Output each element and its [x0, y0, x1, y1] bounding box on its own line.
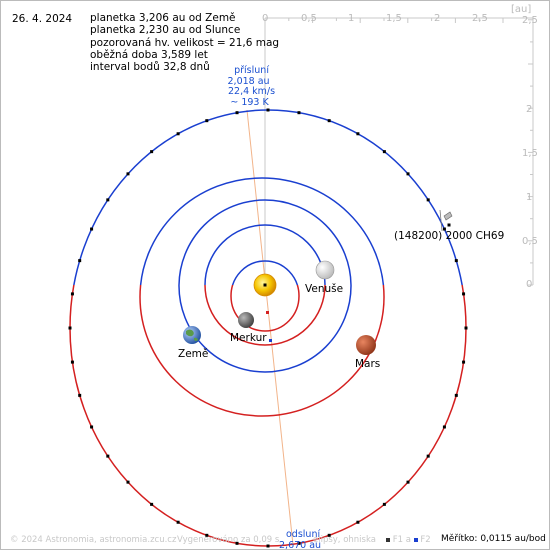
y-tick-label: 2,5 — [522, 14, 538, 27]
earth-label: Země — [178, 348, 208, 361]
perihelion-speed: 22,4 km/s — [228, 87, 275, 98]
y-tick-label: 0,5 — [522, 235, 538, 248]
f1-square-icon — [386, 538, 390, 542]
footer-f1: F1 a — [393, 535, 411, 545]
perihelion-title: přísluní — [228, 66, 275, 77]
x-tick-label: 0 — [262, 12, 268, 25]
footer-generated: Vygenerováno za 0,09 s — [177, 534, 279, 547]
x-tick-label: 1 — [348, 12, 354, 25]
footer-f2: F2 — [420, 535, 430, 545]
perihelion-temperature: ~ 193 K — [224, 98, 275, 109]
y-tick-label: 1,5 — [522, 147, 538, 160]
y-tick-label: 2 — [526, 103, 532, 116]
venus-label: Venuše — [305, 283, 343, 296]
footer-copyright: © 2024 Astronomia, astronomia.zcu.cz — [10, 534, 176, 547]
x-tick-label: 2,5 — [472, 12, 488, 25]
footer-scale: Měřítko: 0,0115 au/bod — [441, 533, 546, 546]
x-tick-label: 2 — [434, 12, 440, 25]
info-period: oběžná doba 3,589 let — [90, 49, 279, 61]
info-distance-sun: planetka 2,230 au od Slunce — [90, 24, 279, 36]
info-distance-earth: planetka 3,206 au od Země — [90, 12, 279, 24]
mercury-label: Merkur — [230, 332, 267, 345]
mars-label: Mars — [355, 358, 380, 371]
asteroid-label: (148200) 2000 CH69 — [394, 230, 504, 243]
x-tick-label: 1,5 — [386, 12, 402, 25]
x-tick-label: 0,5 — [301, 12, 317, 25]
footer-ellipses: elipsy, ohniska — [313, 534, 376, 547]
y-tick-label: 1 — [526, 191, 532, 204]
f2-square-icon — [414, 538, 418, 542]
info-magnitude: pozorovaná hv. velikost = 21,6 mag — [90, 37, 279, 49]
footer-foci-legend: F1 a F2 — [386, 534, 431, 547]
date-label: 26. 4. 2024 — [12, 13, 72, 26]
perihelion-label: přísluní 2,018 au 22,4 km/s ~ 193 K — [228, 66, 275, 108]
y-tick-label: 0 — [526, 278, 532, 291]
